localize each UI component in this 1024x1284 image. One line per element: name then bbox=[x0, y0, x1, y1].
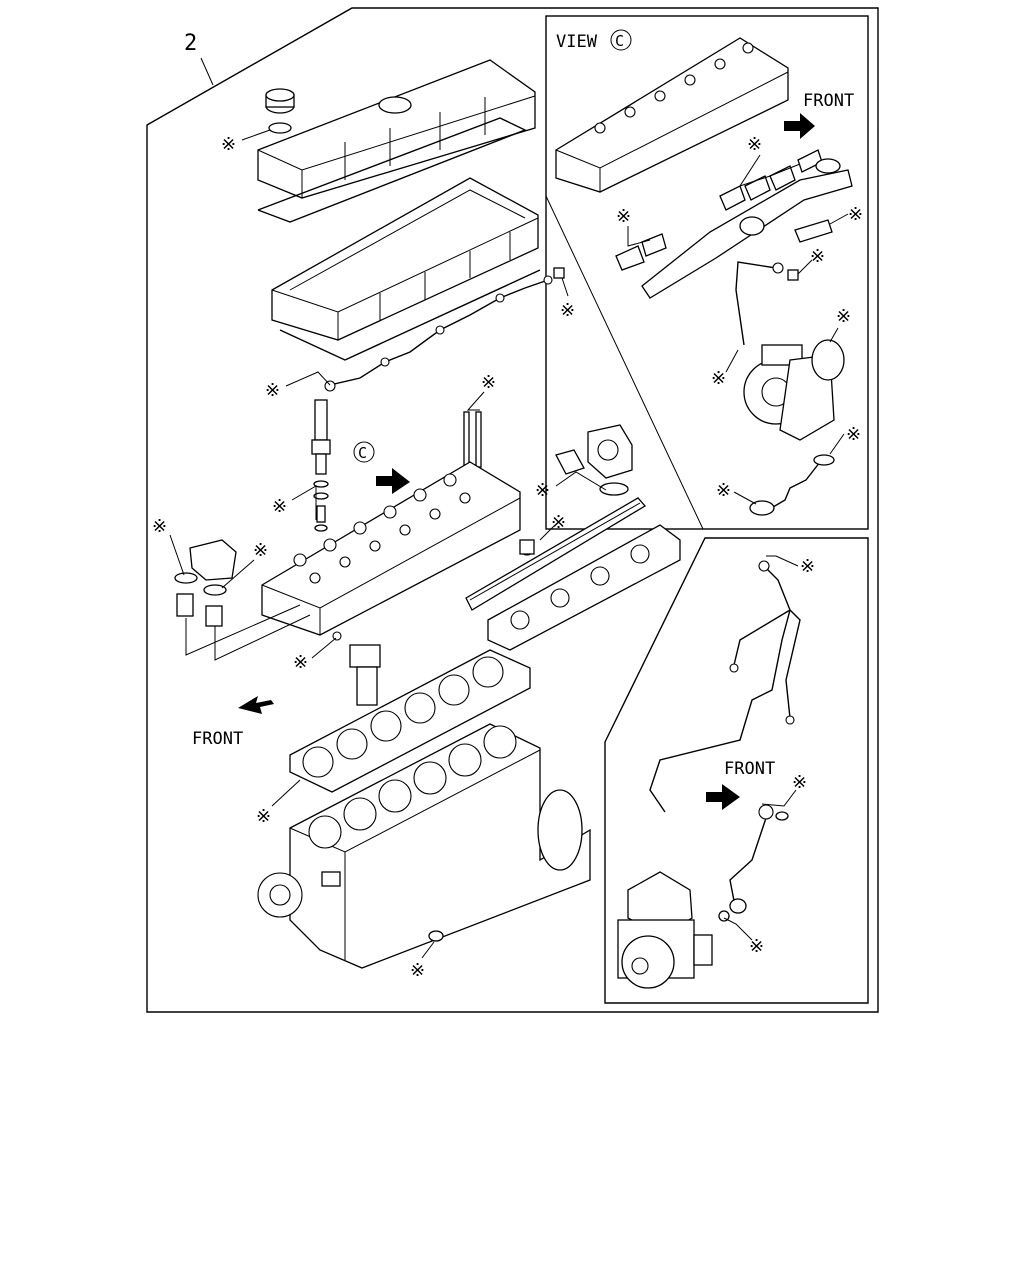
main-frame bbox=[146, 7, 879, 1013]
kit-mark-view-1: ※ bbox=[747, 134, 762, 155]
rocker-gasket bbox=[279, 269, 541, 361]
kit-mark-view-6: ※ bbox=[711, 368, 726, 389]
thermostat-leader bbox=[185, 604, 301, 656]
view-oil-feed-pipe bbox=[735, 261, 777, 346]
view-label: VIEW bbox=[556, 32, 598, 52]
kit-mark-view-2: ※ bbox=[616, 206, 631, 227]
front-arrow-icon-view bbox=[784, 113, 815, 139]
compressor-branch-pipe bbox=[785, 609, 801, 719]
kit-mark-5: ※ bbox=[272, 496, 287, 517]
kit-mark-1: ※ bbox=[221, 134, 236, 155]
kit-mark-11: ※ bbox=[256, 806, 271, 827]
kit-mark-7: ※ bbox=[551, 512, 566, 533]
fuel-injector bbox=[311, 399, 331, 532]
kit-mark-view-5: ※ bbox=[836, 306, 851, 327]
egr-housing bbox=[555, 424, 633, 496]
view-drain-gasket-bottom bbox=[749, 500, 775, 516]
view-egr-gaskets bbox=[615, 219, 833, 271]
kit-mark-12: ※ bbox=[410, 960, 425, 981]
cylinder-head-gasket bbox=[289, 649, 531, 793]
view-oil-feed-fitting bbox=[772, 262, 784, 274]
water-outlet bbox=[349, 644, 381, 706]
kit-mark-2: ※ bbox=[560, 300, 575, 321]
compressor-air-pipe bbox=[649, 565, 791, 813]
cylinder-head-cover bbox=[257, 59, 536, 199]
ref-number-2: 2 bbox=[184, 31, 197, 56]
air-compressor bbox=[617, 871, 713, 989]
kit-mark-view-4: ※ bbox=[810, 246, 825, 267]
rocker-housing bbox=[271, 177, 539, 341]
front-label-view: FRONT bbox=[803, 91, 854, 111]
thermostat-housing bbox=[174, 539, 237, 627]
section-arrow-icon bbox=[376, 468, 410, 494]
view-oil-drain-pipe bbox=[767, 461, 821, 511]
section-c-letter: C bbox=[358, 444, 367, 462]
kit-mark-view-8: ※ bbox=[716, 480, 731, 501]
front-label-compressor: FRONT bbox=[724, 759, 775, 779]
intake-gasket-inner bbox=[469, 502, 641, 601]
small-spacer bbox=[519, 539, 535, 555]
view-c-marker: C bbox=[610, 29, 632, 51]
view-c-letter: C bbox=[615, 32, 624, 50]
section-c-marker: C bbox=[353, 441, 375, 463]
exhaust-manifold bbox=[487, 524, 681, 651]
view-c-frame bbox=[545, 15, 869, 530]
kit-mark-9: ※ bbox=[253, 540, 268, 561]
oil-filler-cap bbox=[265, 88, 295, 159]
ref-leader bbox=[200, 57, 214, 86]
cylinder-block bbox=[257, 723, 591, 969]
kit-mark-view-3: ※ bbox=[848, 204, 863, 225]
compressor-frame bbox=[604, 537, 869, 1004]
turbocharger bbox=[743, 339, 845, 441]
kit-mark-comp-2: ※ bbox=[792, 772, 807, 793]
divider-view-c bbox=[545, 195, 704, 530]
view-cylinder-head bbox=[555, 37, 789, 193]
thermostat-leader-2 bbox=[214, 614, 311, 661]
kit-mark-comp-3: ※ bbox=[749, 936, 764, 957]
view-exhaust-gaskets bbox=[719, 149, 823, 211]
view-drain-gasket-top bbox=[813, 454, 835, 466]
compressor-oil-fittings bbox=[718, 804, 789, 922]
leak-off-fittings bbox=[324, 267, 565, 392]
compressor-branch-pipe-2 bbox=[733, 609, 791, 666]
kit-mark-comp-1: ※ bbox=[800, 556, 815, 577]
head-cover-gasket bbox=[257, 117, 527, 223]
front-label-main: FRONT bbox=[192, 729, 243, 749]
kit-mark-4: ※ bbox=[481, 372, 496, 393]
view-oil-banjo bbox=[787, 269, 799, 281]
compressor-pipe-fittings bbox=[729, 560, 795, 725]
view-exhaust-manifold bbox=[641, 158, 853, 299]
kit-mark-view-7: ※ bbox=[846, 424, 861, 445]
kit-mark-3: ※ bbox=[265, 380, 280, 401]
kit-mark-10: ※ bbox=[293, 652, 308, 673]
front-arrow-icon-compressor bbox=[706, 784, 740, 810]
compressor-oil-pipe bbox=[729, 817, 767, 907]
kit-mark-6: ※ bbox=[535, 480, 550, 501]
front-arrow-icon-main bbox=[238, 696, 274, 714]
kit-mark-8: ※ bbox=[152, 516, 167, 537]
kit-marks: ※ ※ ※ ※ ※ ※ ※ ※ ※ ※ ※ ※ ※ ※ ※ ※ ※ ※ ※ bbox=[152, 129, 863, 981]
